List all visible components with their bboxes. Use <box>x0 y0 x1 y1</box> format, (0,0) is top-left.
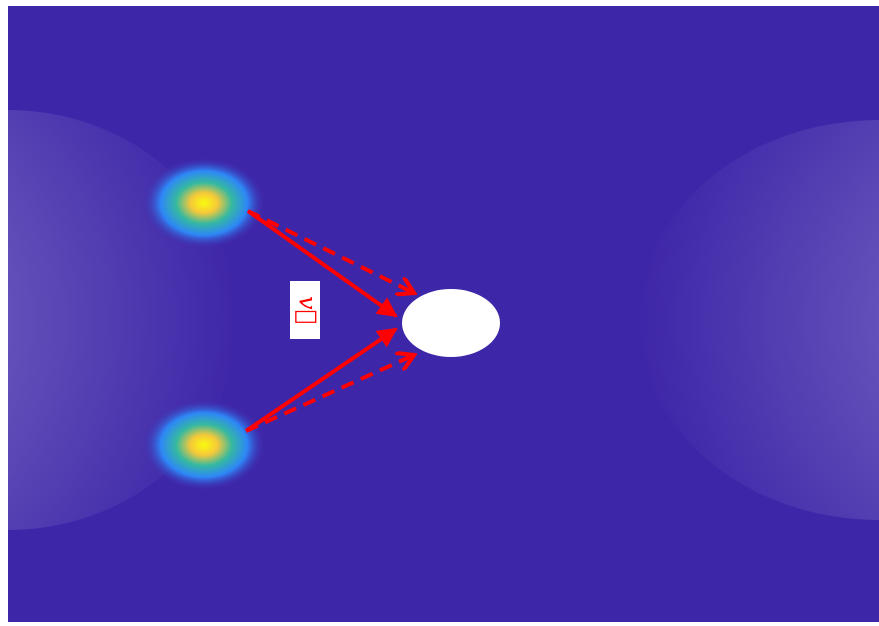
upper-gaussian-blob <box>142 157 266 249</box>
velocity-label: v⃗ <box>294 296 322 324</box>
white-ellipse-obstacle <box>402 289 500 357</box>
lower-gaussian-blob <box>142 399 266 491</box>
